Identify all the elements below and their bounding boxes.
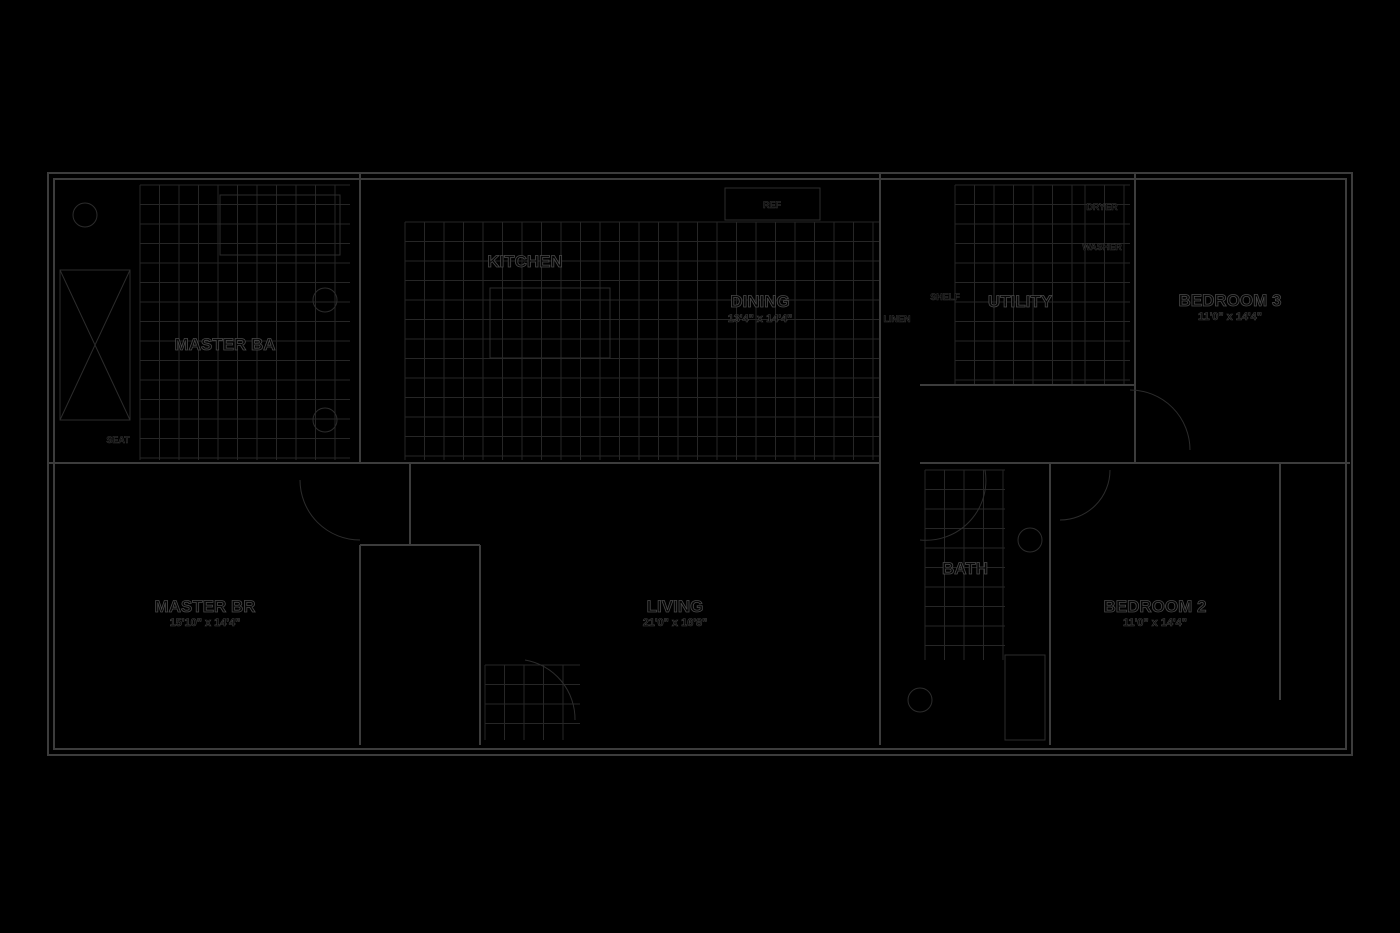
room-label-bath: BATH xyxy=(942,559,988,578)
room-size-bedroom-2: 11'0" x 14'4" xyxy=(1123,617,1187,629)
fixture-label-washer: WASHER xyxy=(1082,242,1122,252)
room-size-bedroom-3: 11'0" x 14'4" xyxy=(1198,311,1262,323)
fixture-label-seat: SEAT xyxy=(106,435,130,445)
room-size-dining: 13'4" x 14'4" xyxy=(728,313,793,325)
fixture-label-shelf: SHELF xyxy=(930,292,960,302)
walls xyxy=(47,172,1353,756)
room-label-bedroom-2: BEDROOM 2 xyxy=(1104,597,1207,616)
tile-floor xyxy=(139,184,1130,740)
room-size-master-br: 15'10" x 14'4" xyxy=(170,617,241,629)
room-label-dining: DINING xyxy=(730,292,790,311)
room-label-utility: UTILITY xyxy=(988,292,1053,311)
room-size-living: 21'0" x 16'8" xyxy=(643,617,708,629)
fixture-label-linen: LINEN xyxy=(884,314,911,324)
room-label-master-br: MASTER BR xyxy=(154,597,255,616)
room-label-living: LIVING xyxy=(647,597,704,616)
room-label-master-ba: MASTER BA xyxy=(174,335,275,354)
room-label-kitchen: KITCHEN xyxy=(487,252,563,271)
room-label-bedroom-3: BEDROOM 3 xyxy=(1179,291,1282,310)
fixture-label-ref: REF xyxy=(763,200,782,210)
room-labels: MASTER BA KITCHEN DINING 13'4" x 14'4" U… xyxy=(106,200,1282,630)
fixture-label-dryer: DRYER xyxy=(1086,202,1118,212)
